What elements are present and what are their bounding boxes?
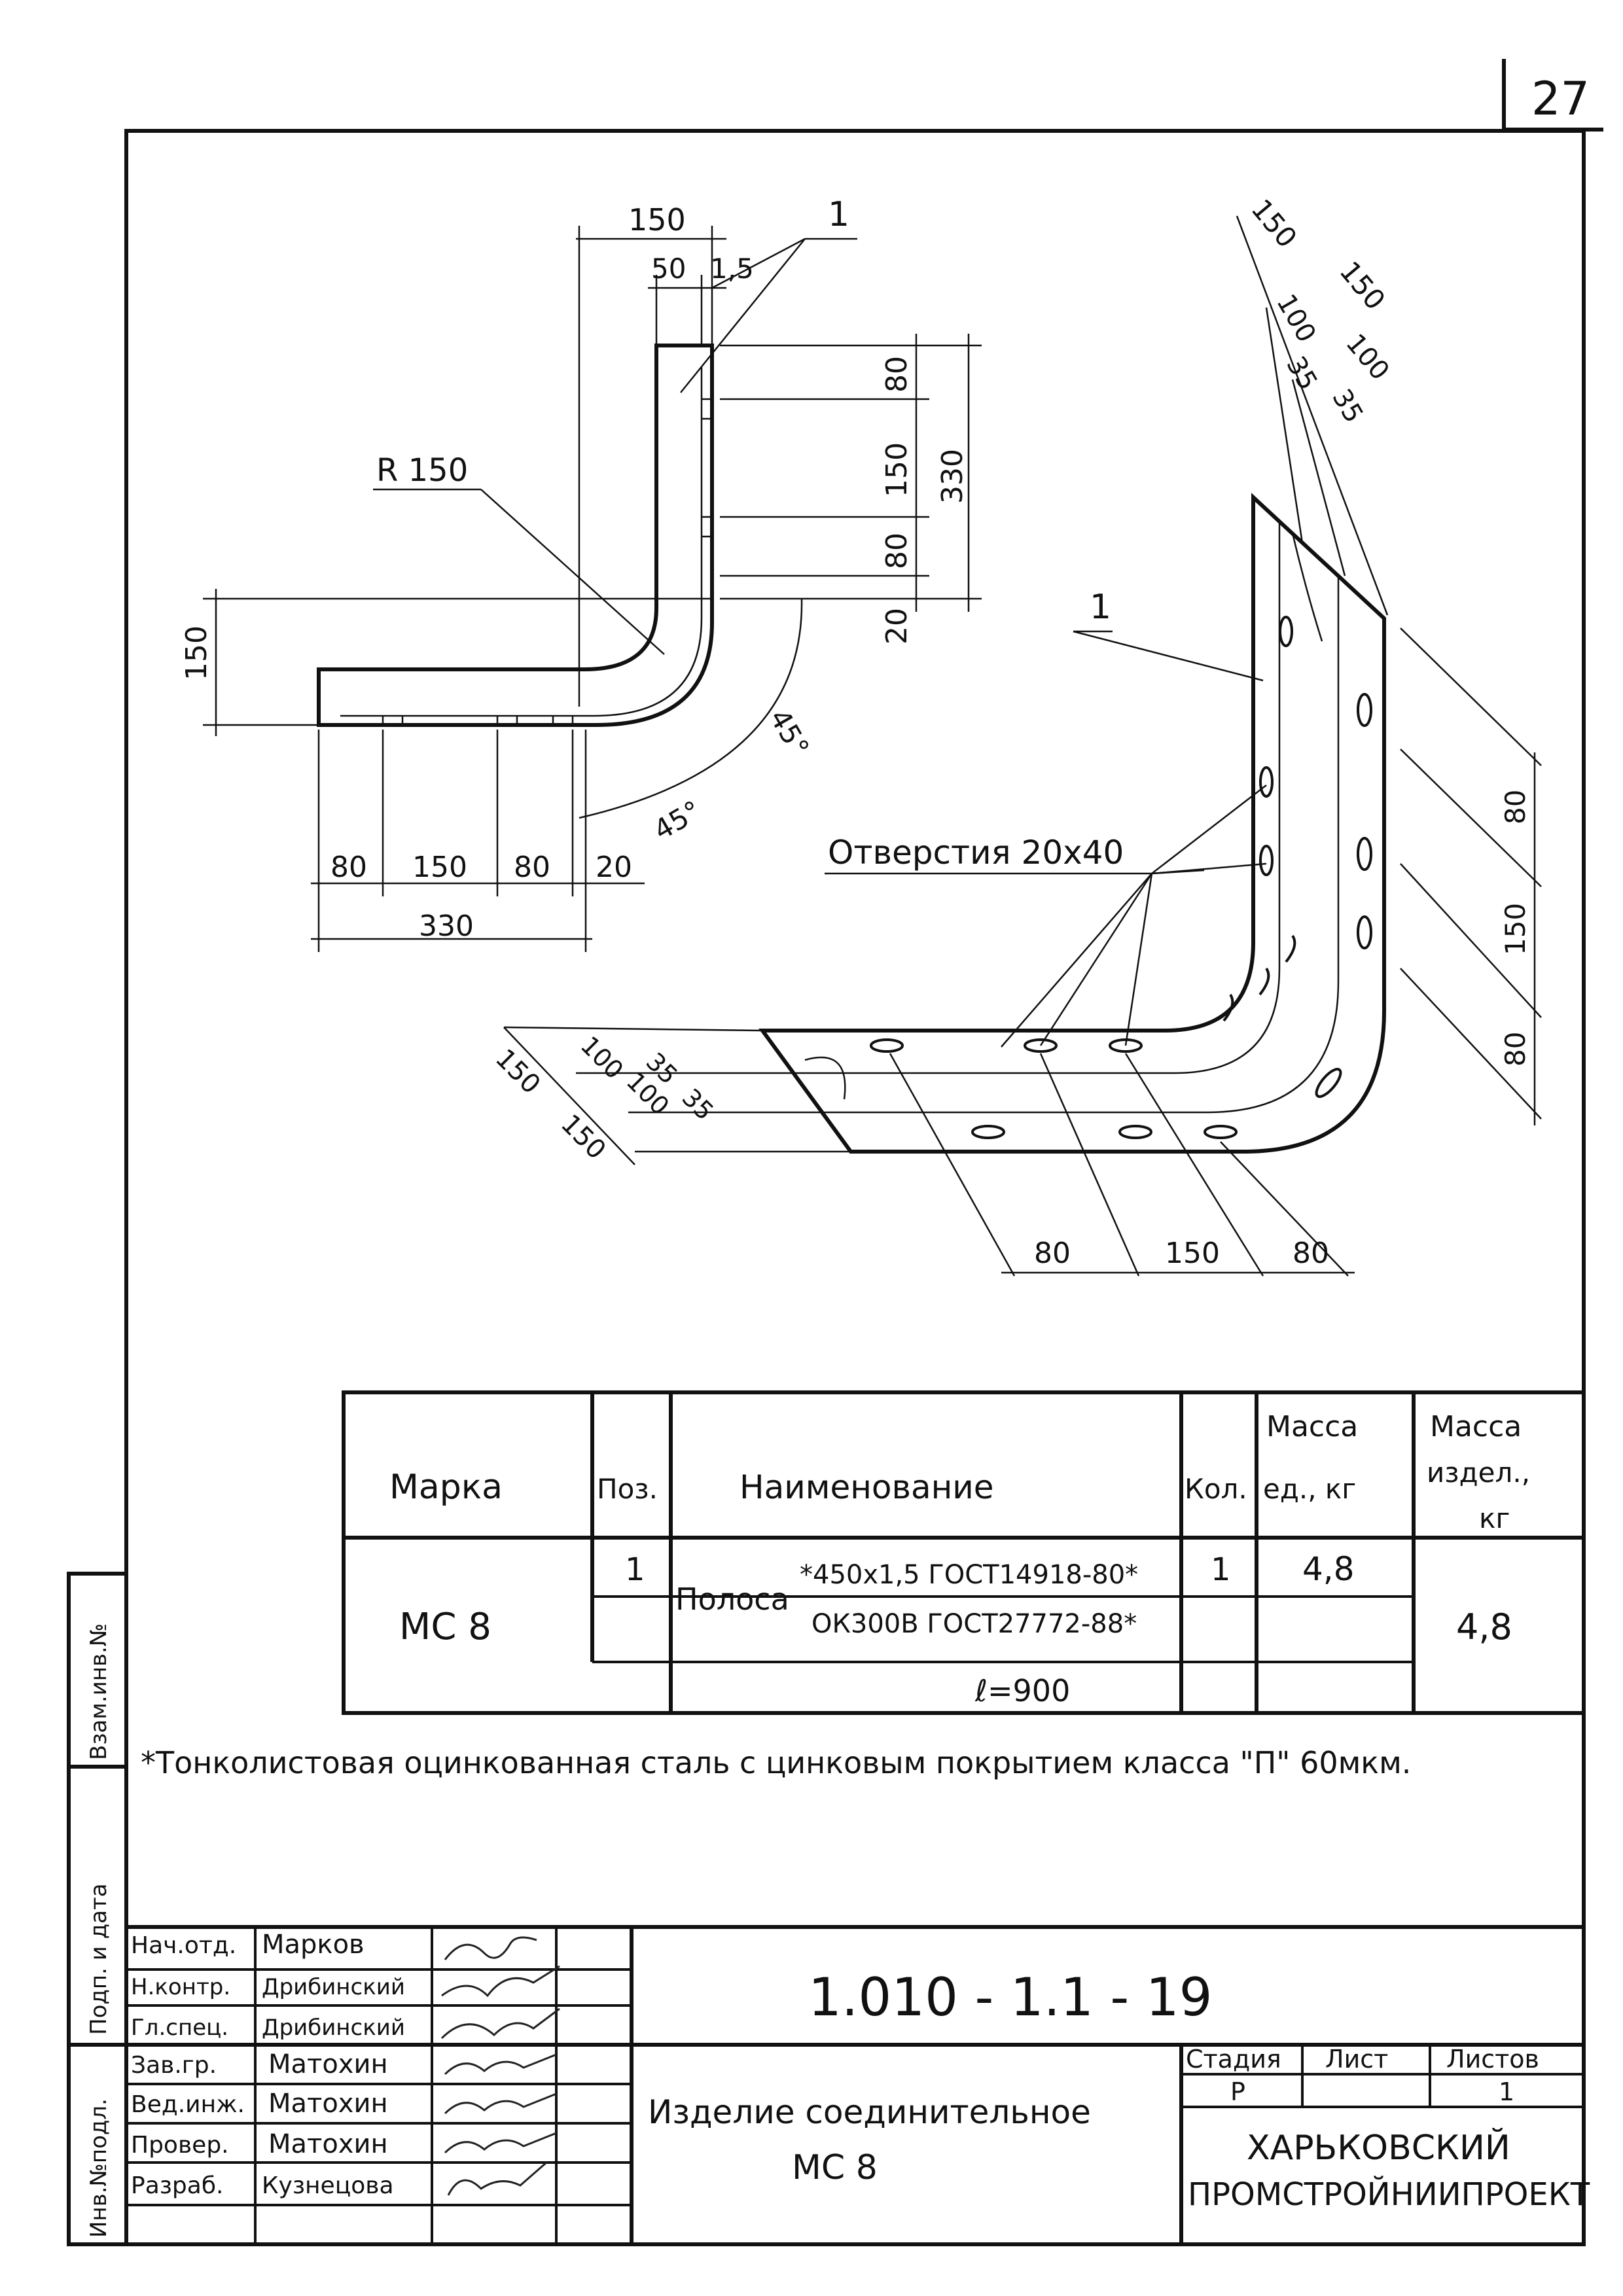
signer-role-4: Вед.инж. xyxy=(131,2091,245,2118)
table-header-mark: Марка xyxy=(389,1468,503,1507)
dim-a-top-150: 150 xyxy=(628,202,686,238)
signer-role-2: Гл.спец. xyxy=(131,2015,228,2041)
sheets-label: Листов xyxy=(1446,2045,1539,2074)
dim-b-bottom-150: 150 xyxy=(1165,1237,1220,1270)
table-header-qty: Кол. xyxy=(1185,1473,1247,1505)
dim-b-top-35b: 35 xyxy=(1326,384,1368,428)
signer-role-6: Разраб. xyxy=(131,2172,223,2199)
spec-table: Марка Поз. Наименование Кол. Масса ед., … xyxy=(342,1390,1586,1715)
signature-scribbles xyxy=(440,1936,560,2196)
part-outline-a xyxy=(317,344,714,727)
dim-a-right-80b: 80 xyxy=(880,533,914,569)
title-block: Нач.отд. Марков Н.контр. Дрибинский Гл.с… xyxy=(126,1925,1590,2244)
dim-a-angle-b: 45° xyxy=(649,794,707,847)
dim-a-bottom-150: 150 xyxy=(412,851,467,884)
dim-b-top-150b: 150 xyxy=(1333,255,1391,316)
side-stamp-strip: Взам.инв.№ Подп. и дата Инв.№подл. xyxy=(67,1572,128,2246)
table-header-mass-item-2: издел., xyxy=(1427,1457,1530,1489)
table-row-mark: МС 8 xyxy=(399,1606,491,1648)
dim-a-radius: R 150 xyxy=(376,452,468,489)
dim-a-bottom-80b: 80 xyxy=(514,851,550,884)
dim-b-bottom-80b: 80 xyxy=(1293,1237,1329,1270)
stage-value: Р xyxy=(1230,2077,1245,2106)
dim-b-left-150b: 150 xyxy=(555,1109,612,1166)
stage-label: Стадия xyxy=(1186,2045,1281,2074)
dim-a-bottom-80a: 80 xyxy=(330,851,367,884)
table-header-mass-unit-1: Масса xyxy=(1266,1410,1358,1443)
side-stamp-inv-podl: Инв.№подл. xyxy=(86,2098,112,2238)
sheet-number: 27 xyxy=(1531,72,1590,126)
signer-role-0: Нач.отд. xyxy=(131,1932,236,1959)
callout-a-1: 1 xyxy=(828,195,849,234)
dim-b-left-150a: 150 xyxy=(490,1044,546,1101)
signer-name-0: Марков xyxy=(262,1930,365,1960)
dim-a-top-1-5: 1,5 xyxy=(710,253,754,285)
dim-b-left-35b: 35 xyxy=(677,1083,719,1125)
dim-b-top-100a: 100 xyxy=(1270,289,1321,347)
dim-a-right-330: 330 xyxy=(936,449,969,504)
dim-b-top-35a: 35 xyxy=(1280,351,1323,395)
table-header-pos: Поз. xyxy=(597,1473,658,1505)
table-row-qty: 1 xyxy=(1211,1551,1231,1588)
signer-name-2: Дрибинский xyxy=(262,2015,405,2041)
signer-role-1: Н.контр. xyxy=(131,1974,230,2000)
signer-role-3: Зав.гр. xyxy=(131,2052,217,2079)
dim-a-right-150: 150 xyxy=(880,442,914,497)
table-row-pos: 1 xyxy=(625,1551,645,1588)
dim-a-angle-a: 45° xyxy=(763,704,815,762)
dim-a-bottom-20: 20 xyxy=(596,851,632,884)
footnote: *Тонколистовая оцинкованная сталь с цинк… xyxy=(141,1745,1411,1780)
table-row-name-numerator: *450х1,5 ГОСТ14918-80* xyxy=(800,1560,1138,1590)
dim-a-left-150: 150 xyxy=(180,626,213,680)
dim-b-bottom-80a: 80 xyxy=(1034,1237,1071,1270)
dim-b-right-80b: 80 xyxy=(1499,1032,1531,1067)
table-row-mass-item: 4,8 xyxy=(1456,1606,1512,1648)
sheet-label: Лист xyxy=(1325,2045,1388,2074)
dim-a-top-50: 50 xyxy=(651,253,686,285)
table-header-mass-item-1: Масса xyxy=(1430,1410,1522,1443)
dim-b-left-100a: 100 xyxy=(575,1031,629,1084)
signer-role-5: Провер. xyxy=(131,2132,229,2159)
side-stamp-podp-data: Подп. и дата xyxy=(86,1883,112,2035)
signer-name-5: Матохин xyxy=(268,2129,388,2159)
signer-name-3: Матохин xyxy=(268,2049,388,2079)
dim-b-top-150a: 150 xyxy=(1245,193,1303,254)
table-row-length: ℓ=900 xyxy=(974,1673,1070,1708)
org-line1: ХАРЬКОВСКИЙ xyxy=(1247,2128,1510,2168)
sheet-number-box: 27 xyxy=(1502,59,1603,132)
holes-label: Отверстия 20х40 xyxy=(828,834,1124,872)
dim-b-right-80a: 80 xyxy=(1499,790,1531,824)
table-row-name-denominator: ОК300В ГОСТ27772-88* xyxy=(812,1609,1137,1639)
callout-b-1: 1 xyxy=(1090,588,1111,627)
table-header-mass-unit-2: ед., кг xyxy=(1263,1473,1356,1505)
signer-name-4: Матохин xyxy=(268,2089,388,2119)
table-header-name: Наименование xyxy=(740,1468,994,1506)
dim-b-top-100b: 100 xyxy=(1340,328,1395,386)
side-stamp-inv-zam: Взам.инв.№ xyxy=(86,1623,112,1760)
org-line2: ПРОМСТРОЙНИИПРОЕКТ xyxy=(1188,2176,1590,2213)
drawing-frame xyxy=(124,129,1586,2246)
signer-name-1: Дрибинский xyxy=(262,1974,405,2000)
table-row-name-prefix: Полоса xyxy=(675,1581,789,1617)
dim-b-right-150: 150 xyxy=(1499,903,1531,955)
doc-code: 1.010 - 1.1 - 19 xyxy=(808,1967,1213,2028)
table-row-mass-unit: 4,8 xyxy=(1302,1550,1355,1588)
dim-a-right-20: 20 xyxy=(880,608,914,645)
table-header-mass-item-3: кг xyxy=(1479,1502,1510,1534)
dim-a-right-80a: 80 xyxy=(880,356,914,393)
item-name-line2: МС 8 xyxy=(792,2148,878,2187)
signer-name-6: Кузнецова xyxy=(262,2172,394,2199)
dim-a-bottom-330: 330 xyxy=(419,910,474,943)
item-name-line1: Изделие соединительное xyxy=(648,2093,1091,2131)
sheets-value: 1 xyxy=(1499,2077,1514,2106)
drawing-a-side-view: 150 50 1,5 1 80 150 80 20 330 R 150 150 xyxy=(180,195,982,952)
drawing-b-isometric-view: 1 Отверстия 20х40 150 150 100 100 35 35 xyxy=(490,193,1542,1277)
